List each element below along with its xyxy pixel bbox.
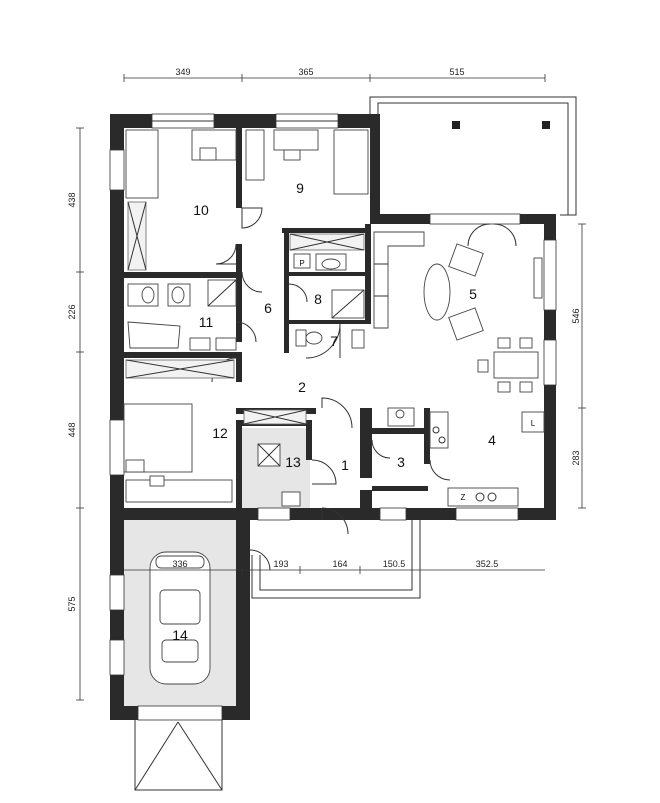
room-8: 8 bbox=[314, 291, 322, 307]
pantry-marker: P bbox=[299, 259, 304, 268]
boiler-marker: Z bbox=[461, 493, 466, 502]
entrance-canopy bbox=[134, 518, 421, 791]
dim-top-2: 365 bbox=[298, 67, 313, 77]
room-12: 12 bbox=[212, 425, 228, 441]
car bbox=[149, 551, 211, 685]
room-7: 7 bbox=[330, 333, 338, 349]
dim-right-1: 546 bbox=[571, 308, 581, 323]
interior-walls bbox=[124, 128, 430, 518]
room-1: 1 bbox=[341, 457, 349, 473]
room-14: 14 bbox=[172, 627, 188, 643]
dim-inner-1: 336 bbox=[172, 559, 187, 569]
room-11: 11 bbox=[199, 314, 214, 330]
dim-right-2: 283 bbox=[571, 450, 581, 465]
room-9: 9 bbox=[296, 180, 304, 196]
dim-inner-5: 352.5 bbox=[476, 559, 499, 569]
room-10: 10 bbox=[193, 202, 209, 218]
dimension-labels: 349 365 515 438 226 448 575 546 283 336 … bbox=[67, 67, 581, 612]
dim-top-1: 349 bbox=[175, 67, 190, 77]
room-2: 2 bbox=[298, 379, 306, 395]
room-labels: 1 2 3 4 5 6 7 8 9 10 11 12 13 14 bbox=[172, 180, 496, 643]
windows bbox=[109, 113, 557, 721]
dim-inner-2: 193 bbox=[273, 559, 288, 569]
dim-left-4: 575 bbox=[67, 596, 77, 611]
room-4: 4 bbox=[488, 432, 496, 448]
dim-inner-4: 150.5 bbox=[383, 559, 406, 569]
dim-left-1: 438 bbox=[67, 192, 77, 207]
room-13: 13 bbox=[285, 454, 301, 470]
terrace bbox=[369, 96, 577, 216]
room-3: 3 bbox=[397, 454, 405, 470]
dim-top-3: 515 bbox=[449, 67, 464, 77]
dim-inner-3: 164 bbox=[332, 559, 347, 569]
doors bbox=[211, 207, 517, 571]
fridge-marker: L bbox=[531, 419, 536, 428]
room-5: 5 bbox=[469, 286, 477, 302]
markers: P L Z bbox=[299, 259, 535, 502]
room-6: 6 bbox=[264, 300, 272, 316]
dim-left-3: 448 bbox=[67, 422, 77, 437]
dim-left-2: 226 bbox=[67, 304, 77, 319]
furniture bbox=[123, 129, 545, 685]
dimension-lines bbox=[76, 74, 586, 701]
